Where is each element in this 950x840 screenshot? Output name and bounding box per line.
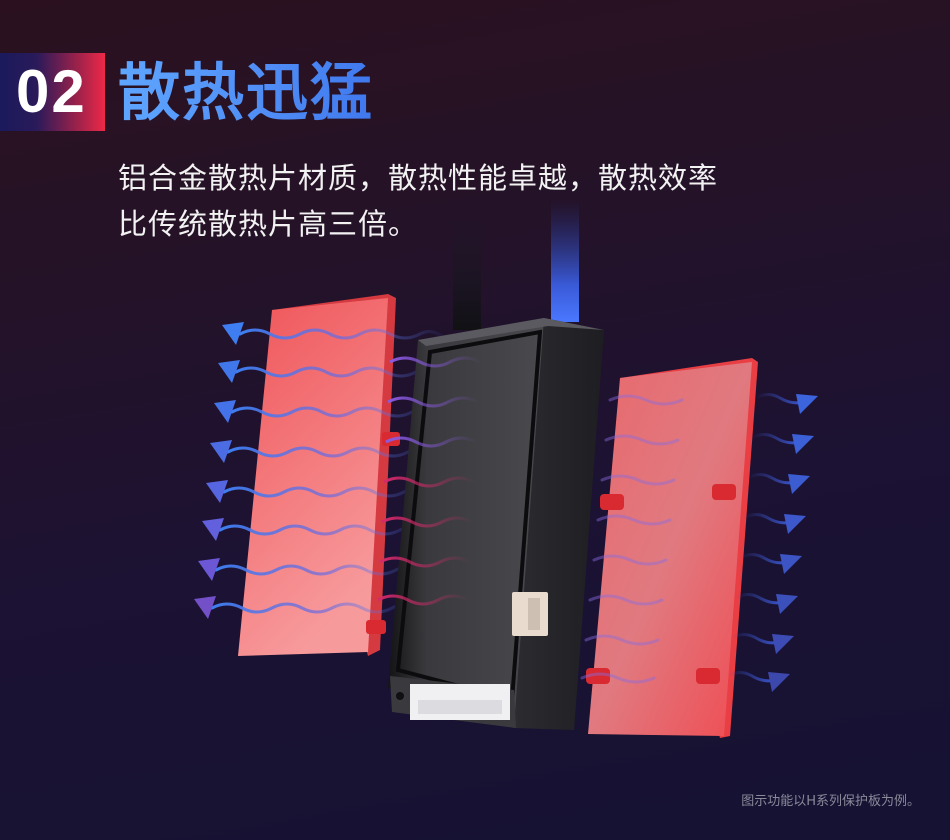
- cables: [453, 200, 579, 330]
- footnote: 图示功能以H系列保护板为例。: [741, 794, 920, 809]
- arrow-head-icon: [202, 518, 224, 541]
- description-line-2: 比传统散热片高三倍。: [118, 207, 419, 241]
- arrow-head-icon: [788, 474, 810, 494]
- arrow-head-icon: [796, 394, 818, 414]
- section-number-badge: 02: [0, 53, 105, 131]
- right-heatsink: [586, 358, 758, 738]
- blue-cable: [551, 200, 579, 322]
- arrow-head-icon: [772, 634, 794, 654]
- left-heat-arrows: [194, 322, 452, 620]
- arrow-head-icon: [776, 594, 798, 614]
- right-heat-arrows: [580, 393, 818, 692]
- arrow-head-icon: [206, 480, 228, 503]
- section-description: 铝合金散热片材质，散热性能卓越，散热效率 比传统散热片高三倍。: [118, 155, 758, 247]
- left-heatsink: [238, 294, 400, 656]
- protection-board-module: [388, 318, 604, 730]
- arrow-head-icon: [792, 434, 814, 454]
- arrow-head-icon: [198, 558, 220, 581]
- arrow-head-icon: [214, 400, 236, 423]
- internal-heat-waves: [377, 356, 481, 606]
- arrow-head-icon: [784, 514, 806, 534]
- section-title: 散热迅猛: [118, 56, 375, 129]
- arrow-head-icon: [194, 596, 216, 619]
- arrow-head-icon: [210, 440, 232, 463]
- arrow-head-icon: [222, 322, 244, 345]
- arrow-head-icon: [218, 360, 240, 383]
- section-number: 02: [16, 58, 87, 125]
- arrow-head-icon: [780, 554, 802, 574]
- arrow-head-icon: [768, 672, 790, 692]
- description-line-1: 铝合金散热片材质，散热性能卓越，散热效率: [118, 161, 719, 195]
- black-cable: [453, 210, 481, 330]
